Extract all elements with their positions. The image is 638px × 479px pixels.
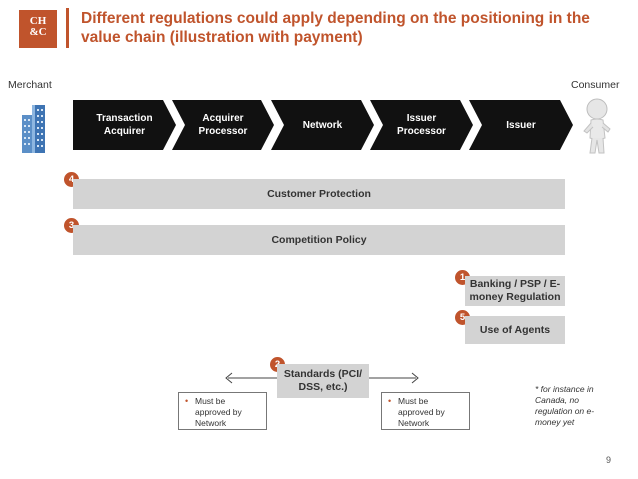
standards-line: DSS, etc.): [298, 381, 348, 393]
company-logo: CH &C: [19, 10, 57, 48]
logo-line-2: &C: [29, 26, 47, 38]
footnote-line: Canada, no: [535, 395, 579, 405]
logo-line-1: CH: [29, 15, 47, 27]
chain-step-line: Acquirer: [103, 126, 146, 137]
competition-policy-bar: Competition Policy: [73, 225, 565, 255]
use-of-agents-box: Use of Agents: [465, 316, 565, 344]
chain-step-line: Issuer: [406, 113, 437, 124]
consumer-label: Consumer: [571, 79, 620, 91]
merchant-label: Merchant: [8, 79, 52, 91]
customer-protection-bar: Customer Protection: [73, 179, 565, 209]
note-line: Network: [195, 418, 227, 428]
bullet-icon: •: [185, 396, 189, 406]
consumer-person-icon: [583, 98, 611, 154]
footnote-line: money yet: [535, 417, 575, 427]
note-line: Network: [398, 418, 430, 428]
chain-step-issuer: Issuer: [469, 100, 573, 150]
chain-step-line: Issuer: [506, 119, 536, 131]
standards-box: Standards (PCI/DSS, etc.): [277, 364, 369, 398]
banking-regulation-line: money Regulation: [469, 291, 561, 303]
page-number: 9: [606, 455, 612, 465]
banking-regulation-box: Banking / PSP / E-money Regulation: [465, 276, 565, 306]
chain-step-network: Network: [271, 100, 374, 150]
building-icon: [22, 105, 45, 153]
chain-step-line: Processor: [198, 126, 248, 137]
note-line: approved by: [398, 407, 445, 417]
chain-step-line: Network: [302, 119, 343, 131]
note-line: approved by: [195, 407, 242, 417]
chain-step-line: Processor: [397, 126, 446, 137]
footnote-line: regulation on e-: [535, 406, 595, 416]
note-line: Must be: [398, 396, 429, 406]
footnote: * for instance in Canada, no regulation …: [535, 384, 615, 428]
footnote-line: * for instance in: [535, 384, 594, 394]
right-approval-note: • Must be approved by Network: [381, 392, 470, 430]
chain-step-line: Transaction: [96, 113, 153, 124]
standards-line: Standards (PCI/: [283, 368, 363, 380]
left-approval-note: • Must be approved by Network: [178, 392, 267, 430]
chain-step-line: Acquirer: [202, 113, 244, 124]
title-rule: [66, 8, 69, 48]
banking-regulation-line: Banking / PSP / E-: [469, 278, 561, 290]
bullet-icon: •: [388, 396, 392, 406]
note-line: Must be: [195, 396, 226, 406]
page-title: Different regulations could apply depend…: [81, 10, 590, 46]
